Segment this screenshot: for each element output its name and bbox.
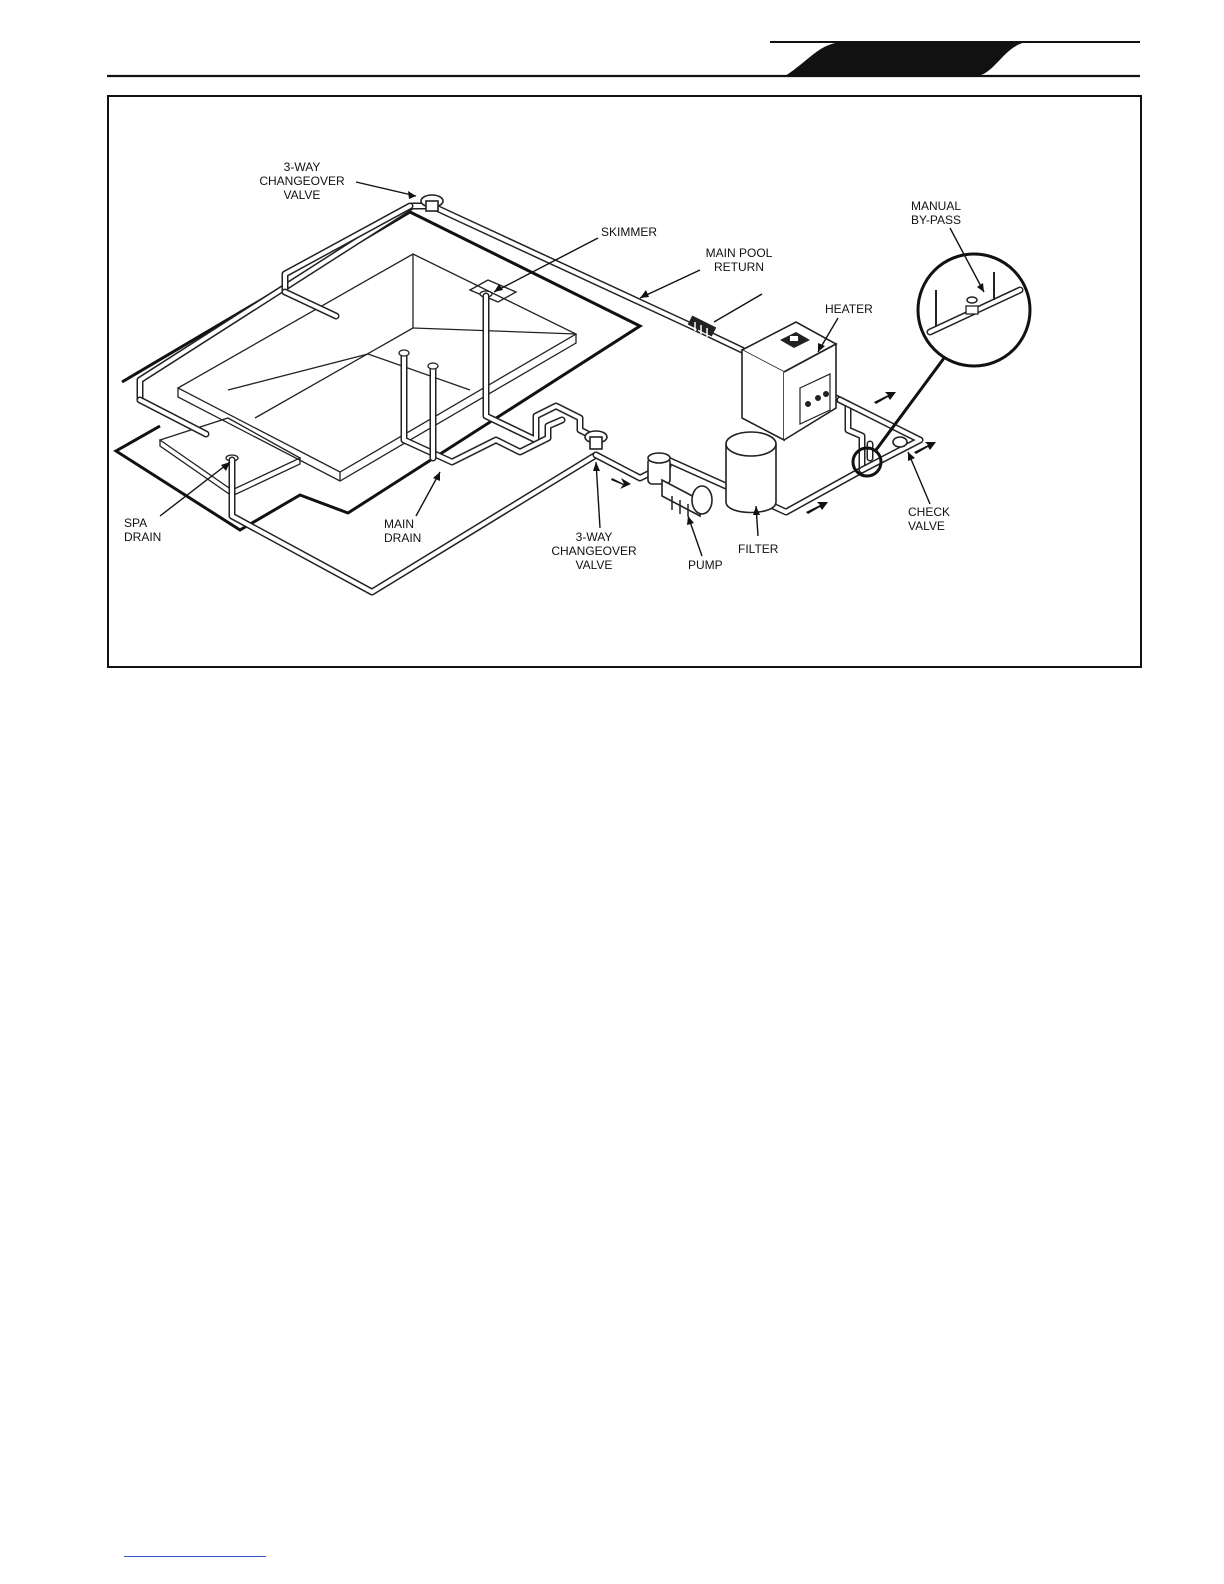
skimmer-box (470, 280, 516, 302)
check-valve (893, 437, 907, 447)
bypass-detail (853, 254, 1030, 476)
pool-plumbing-diagram (0, 0, 1224, 700)
label-pump: PUMP (688, 558, 723, 572)
label-changeover-valve-top: 3-WAY CHANGEOVER VALVE (250, 160, 354, 202)
return-pipe-loop (140, 206, 742, 434)
label-skimmer: SKIMMER (601, 225, 657, 239)
changeover-valve-bottom (585, 431, 607, 449)
label-check-valve: CHECK VALVE (908, 505, 950, 533)
filter-tank (726, 432, 776, 513)
label-spa-drain: SPA DRAIN (124, 516, 161, 544)
heater (742, 322, 836, 440)
label-manual-bypass: MANUAL BY-PASS (911, 199, 961, 227)
label-main-drain: MAIN DRAIN (384, 517, 421, 545)
label-changeover-valve-bottom: 3-WAY CHANGEOVER VALVE (546, 530, 642, 572)
label-heater: HEATER (825, 302, 873, 316)
label-main-pool-return: MAIN POOL RETURN (696, 246, 782, 274)
label-filter: FILTER (738, 542, 778, 556)
footer-rule (124, 1556, 266, 1557)
pool-deck-outline (116, 212, 640, 530)
